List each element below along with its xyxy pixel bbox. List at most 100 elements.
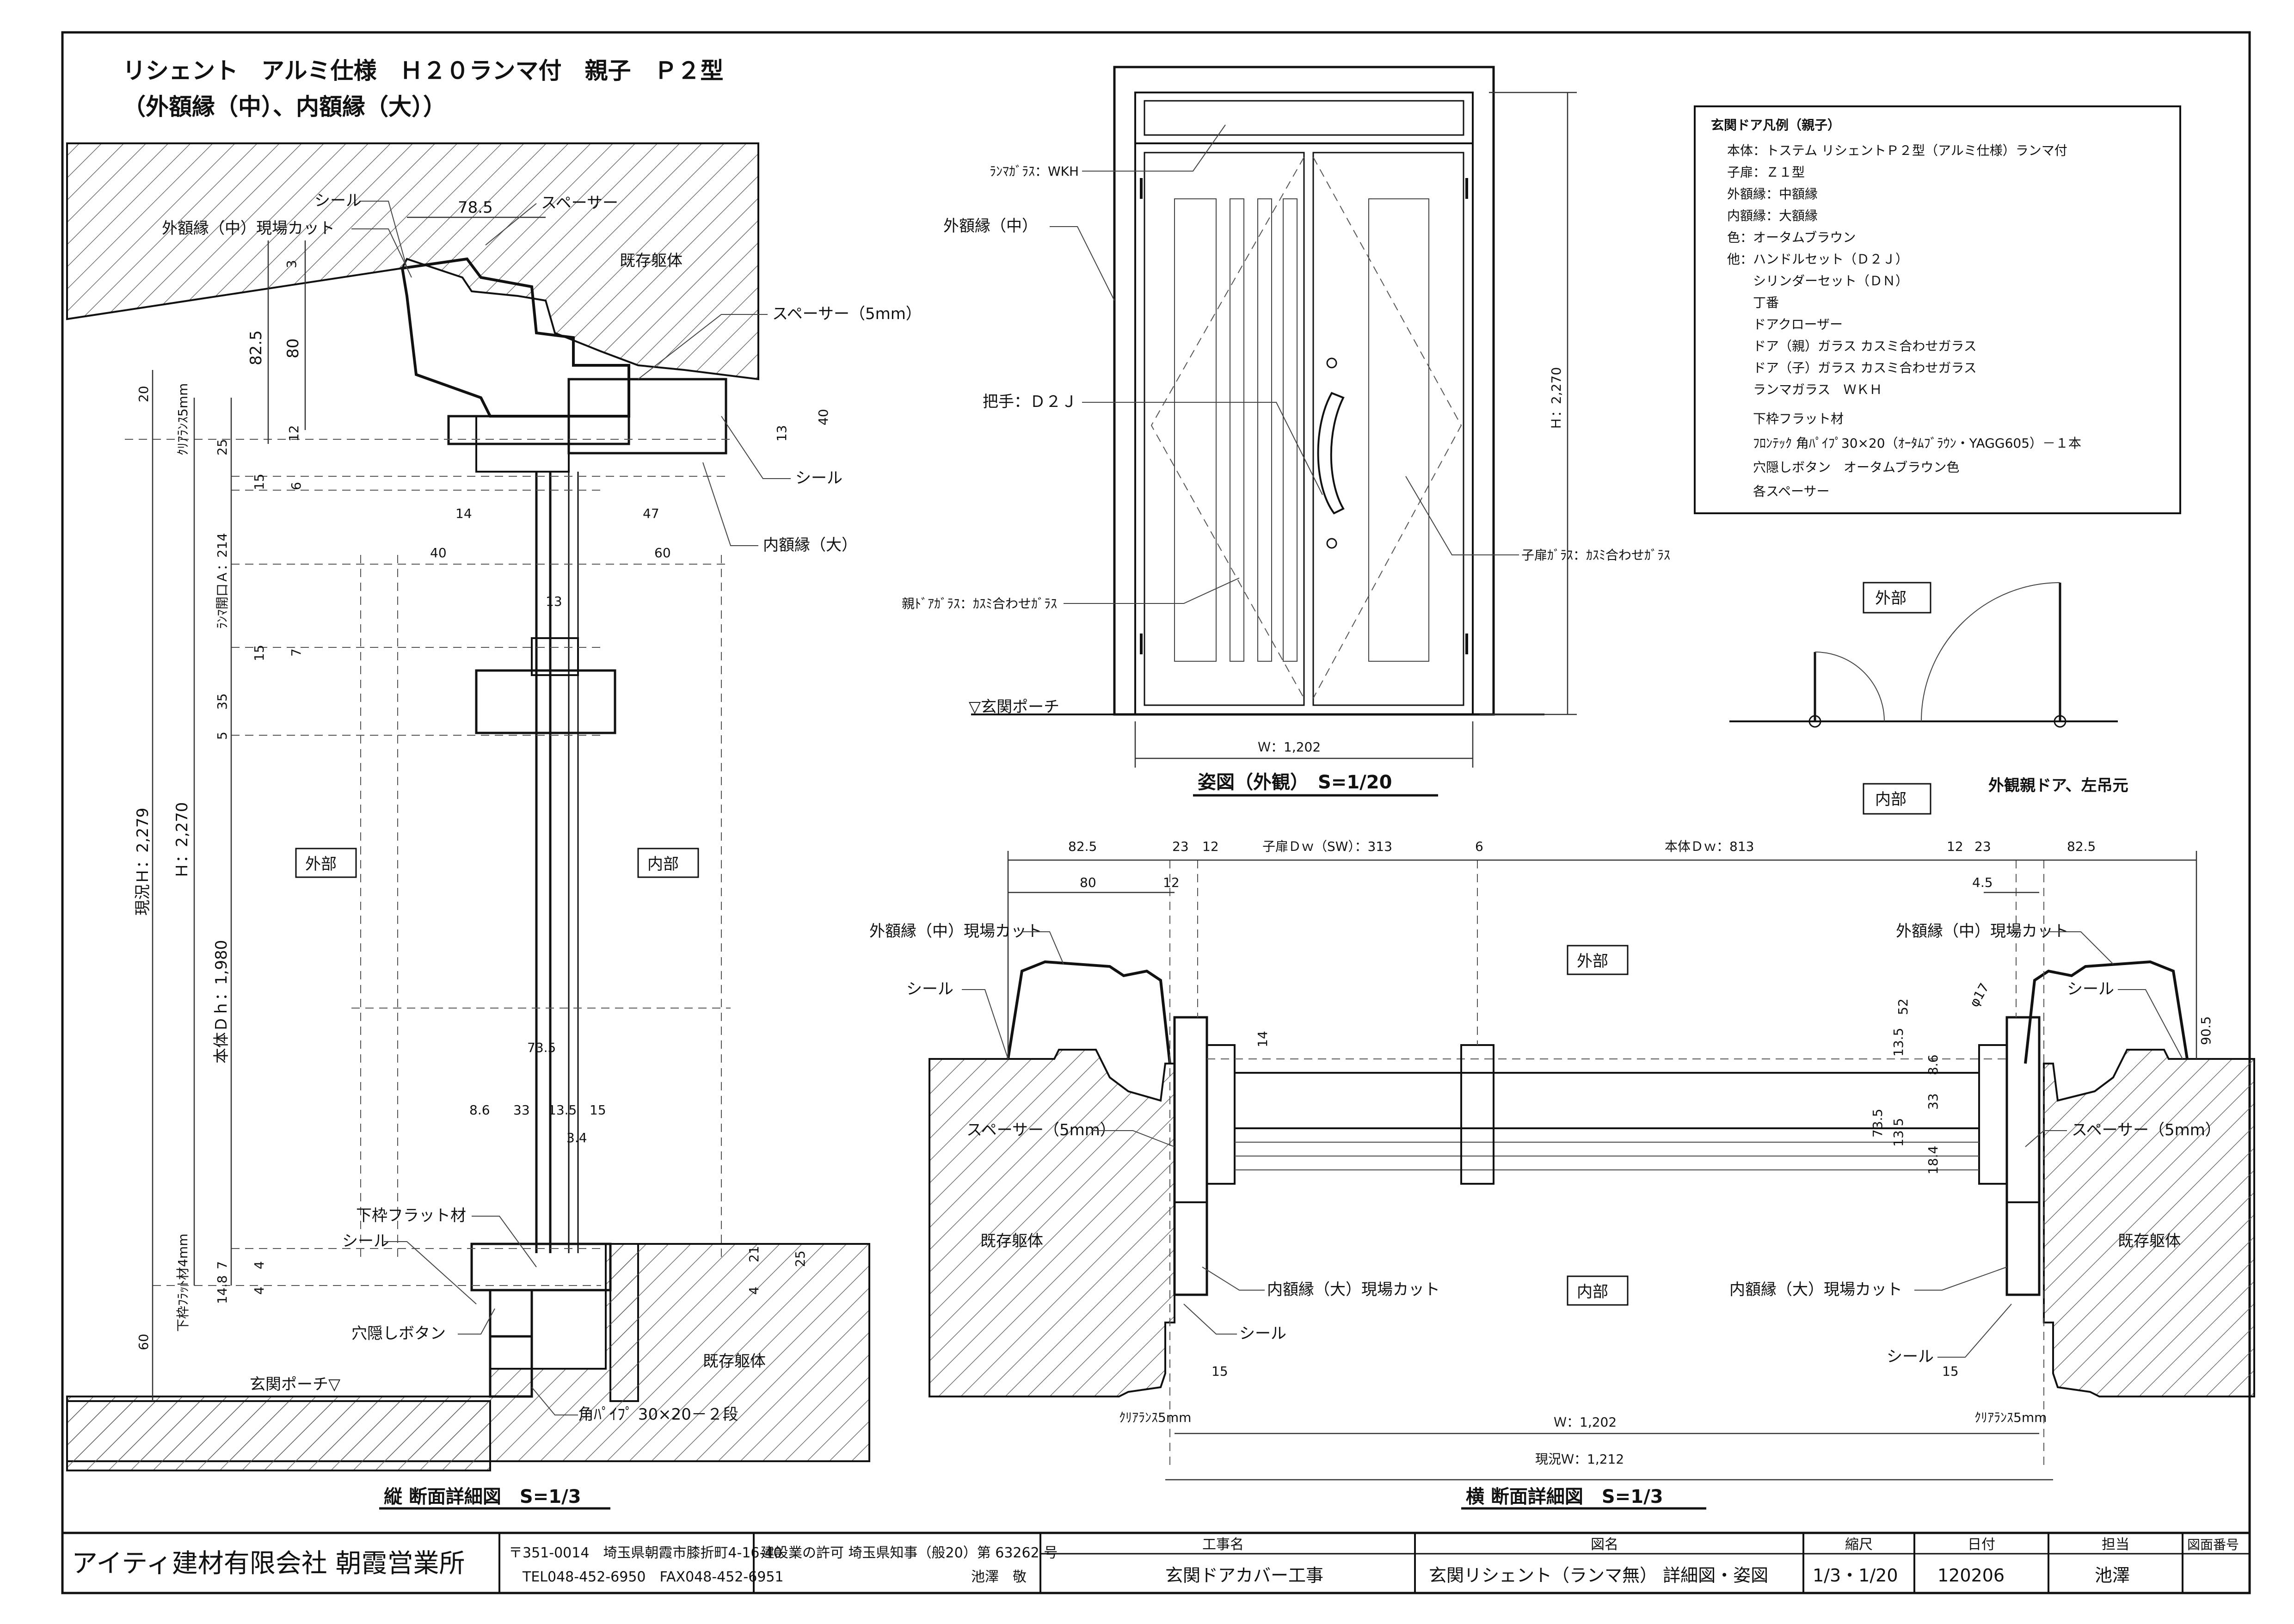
sill-pipe-1 xyxy=(489,1289,533,1338)
hs-outer-casing-right xyxy=(2024,960,2189,1064)
legend-item-11: ランマガラス ＷＫＨ xyxy=(1727,382,1882,397)
vs-clear: ｸﾘｱﾗﾝｽ5mm xyxy=(175,383,191,455)
vs-d15a: 15 xyxy=(252,474,267,490)
vs-cap-button-label: 穴隠しボタン xyxy=(351,1324,446,1343)
vs-dh: 本体Ｄｈ：1,980 xyxy=(212,940,231,1064)
drawing-title-line1: リシェント アルミ仕様 Ｈ２０ランマ付 親子 Ｐ２型 xyxy=(123,57,724,84)
hs-spacer-right-label: スペーサー（5mm） xyxy=(2072,1121,2221,1139)
legend-item-2: 外額縁：中額縁 xyxy=(1727,186,1818,202)
legend-item-5: 他：ハンドルセット（Ｄ２Ｊ） xyxy=(1727,252,1908,267)
hs-inner-cut-left-label: 内額縁（大）現場カット xyxy=(1267,1280,1440,1299)
vs-spacer-label: スペーサー xyxy=(541,194,618,212)
porch-slab xyxy=(66,1400,491,1471)
vs-ramma: ﾗﾝﾏ開口Ａ：214 xyxy=(215,533,230,629)
hs-outer-casing-left xyxy=(1007,960,1171,1064)
vs-outside-label: 外部 xyxy=(305,855,337,874)
drawing-title-line2: （外額縁（中）、内額縁（大）） xyxy=(123,93,446,120)
vs-seal2-label: シール xyxy=(795,469,843,487)
hs-r45: 4.5 xyxy=(1972,875,1993,890)
transom-glass xyxy=(1144,100,1464,136)
legend-item-0: 本体：トステム リシェントＰ２型（アルミ仕様）ランマ付 xyxy=(1727,143,2067,158)
hs-existing-left xyxy=(929,1049,1175,1397)
legend-item-8: ドアクローザー xyxy=(1727,317,1843,332)
legend-item-14: 穴隠しボタン オータムブラウン色 xyxy=(1727,460,1959,475)
hs-r86: 8.6 xyxy=(1925,1054,1941,1075)
tb-project: 玄関ドアカバー工事 xyxy=(1165,1565,1323,1586)
vs-d60: 60 xyxy=(654,545,671,560)
legend-item-10: ドア（子）ガラス カスミ合わせガラス xyxy=(1727,360,1977,375)
vs-d13a: 13 xyxy=(774,425,789,442)
tb-h-number: 図面番号 xyxy=(2187,1537,2239,1552)
hs-w-label: Ｗ：1,202 xyxy=(1554,1415,1617,1430)
parent-door xyxy=(1312,152,1464,706)
vs-flat4: 下枠ﾌﾗｯﾄ材4mm xyxy=(175,1234,191,1332)
hs-r15: 15 xyxy=(1942,1364,1959,1379)
vs-d40a: 40 xyxy=(430,545,447,560)
hs-r23: 23 xyxy=(1974,839,1991,854)
swing-inside-label: 内部 xyxy=(1875,790,1907,809)
title-block: アイティ建材有限会社 朝霞営業所 〒351-0014 埼玉県朝霞市膝折町4-16… xyxy=(61,1532,2251,1594)
vs-d80: 80 xyxy=(284,338,302,358)
hs-l12b: 12 xyxy=(1163,875,1180,890)
hs-l23: 23 xyxy=(1172,839,1189,854)
horizontal-section: 82.5 23 12 子扉Ｄｗ（SW）：313 6 本体Ｄｗ：813 12 23… xyxy=(869,839,2255,1510)
tb-scale: 1/3・1/20 xyxy=(1813,1565,1898,1586)
vs-d40b: 40 xyxy=(816,409,831,425)
tb-address1: 〒351-0014 埼玉県朝霞市膝折町4-16-40 xyxy=(509,1545,782,1561)
vs-d33: 33 xyxy=(513,1102,530,1118)
head-frame-profile xyxy=(400,257,630,418)
legend-item-3: 内額縁：大額縁 xyxy=(1727,208,1818,223)
vs-d86: 8.6 xyxy=(469,1102,490,1118)
hs-l12: 12 xyxy=(1202,839,1219,854)
vs-outside-box xyxy=(295,848,357,878)
vs-inside-label: 内部 xyxy=(647,855,679,874)
tb-h-date: 日付 xyxy=(1968,1537,1995,1553)
hs-r905: 90.5 xyxy=(2198,1016,2214,1045)
vs-pipe-label: 角ﾊﾟｲﾌﾟ 30×20－２段 xyxy=(578,1405,738,1424)
tb-drawing: 玄関リシェント（ランマ無） 詳細図・姿図 xyxy=(1429,1565,1768,1586)
vs-d735: 73.5 xyxy=(527,1040,556,1055)
hs-r17: φ17 xyxy=(1966,980,1992,1009)
el-outer-frame-label: 外額縁（中） xyxy=(943,217,1038,235)
hs-r135b: 13.5 xyxy=(1891,1118,1906,1147)
vs-d7: 7 xyxy=(289,648,304,657)
hs-spacer-left-label: スペーサー（5mm） xyxy=(966,1121,1116,1139)
tb-person: 池澤 xyxy=(2095,1565,2130,1586)
el-ramma-glass-label: ﾗﾝﾏｶﾞﾗｽ：WKH xyxy=(990,164,1079,179)
vs-d21: 21 xyxy=(746,1246,762,1262)
hs-r135a: 13.5 xyxy=(1891,1028,1906,1057)
hs-l14: 14 xyxy=(1255,1031,1270,1047)
hs-l825: 82.5 xyxy=(1068,839,1097,854)
el-porch-label: ▽玄関ポーチ xyxy=(969,698,1059,716)
vs-caption: 縦 断面詳細図 S=1/3 xyxy=(384,1486,581,1507)
tb-address2: TEL048-452-6950 FAX048-452-6951 xyxy=(522,1569,784,1585)
hs-seal-bottom-right-label: シール xyxy=(1887,1347,1934,1366)
vs-d60b: 60 xyxy=(136,1334,151,1350)
upper-frame-inner xyxy=(475,415,570,473)
hs-outside-label: 外部 xyxy=(1577,952,1608,971)
vs-d3: 3 xyxy=(284,260,299,268)
vs-existing2-label: 既存躯体 xyxy=(703,1352,766,1371)
hs-clear-right-label: ｸﾘｱﾗﾝｽ5mm xyxy=(1974,1410,2047,1425)
vs-spacer5-label: スペーサー（5mm） xyxy=(772,305,922,323)
legend-item-4: 色：オータムブラウン xyxy=(1727,230,1856,245)
hs-seal-left-label: シール xyxy=(906,980,953,998)
legend-item-12: 下枠フラット材 xyxy=(1727,411,1844,426)
vs-d135: 13.5 xyxy=(548,1102,577,1118)
vs-d148: 14.8 xyxy=(215,1275,230,1304)
hs-l80: 80 xyxy=(1080,875,1096,890)
hs-existing-left-label: 既存躯体 xyxy=(980,1232,1043,1250)
el-handle-label: 把手：Ｄ２Ｊ xyxy=(983,393,1077,411)
transom-bar xyxy=(475,669,616,734)
vs-seal-label: シール xyxy=(314,191,362,210)
legend-heading: 玄関ドア凡例（親子） xyxy=(1711,117,1840,133)
hs-inside-label: 内部 xyxy=(1577,1283,1608,1301)
cylinder-lower xyxy=(1326,538,1337,549)
hs-frame-right xyxy=(2005,1016,2041,1296)
hs-clear-left-label: ｸﾘｱﾗﾝｽ5mm xyxy=(1119,1410,1191,1425)
vs-h: Ｈ：2,270 xyxy=(173,802,191,879)
vs-inner-frame-label: 内額縁（大） xyxy=(763,536,857,554)
cylinder-upper xyxy=(1326,357,1337,369)
hs-r33: 33 xyxy=(1925,1093,1941,1110)
existing-wall-top xyxy=(66,142,759,381)
